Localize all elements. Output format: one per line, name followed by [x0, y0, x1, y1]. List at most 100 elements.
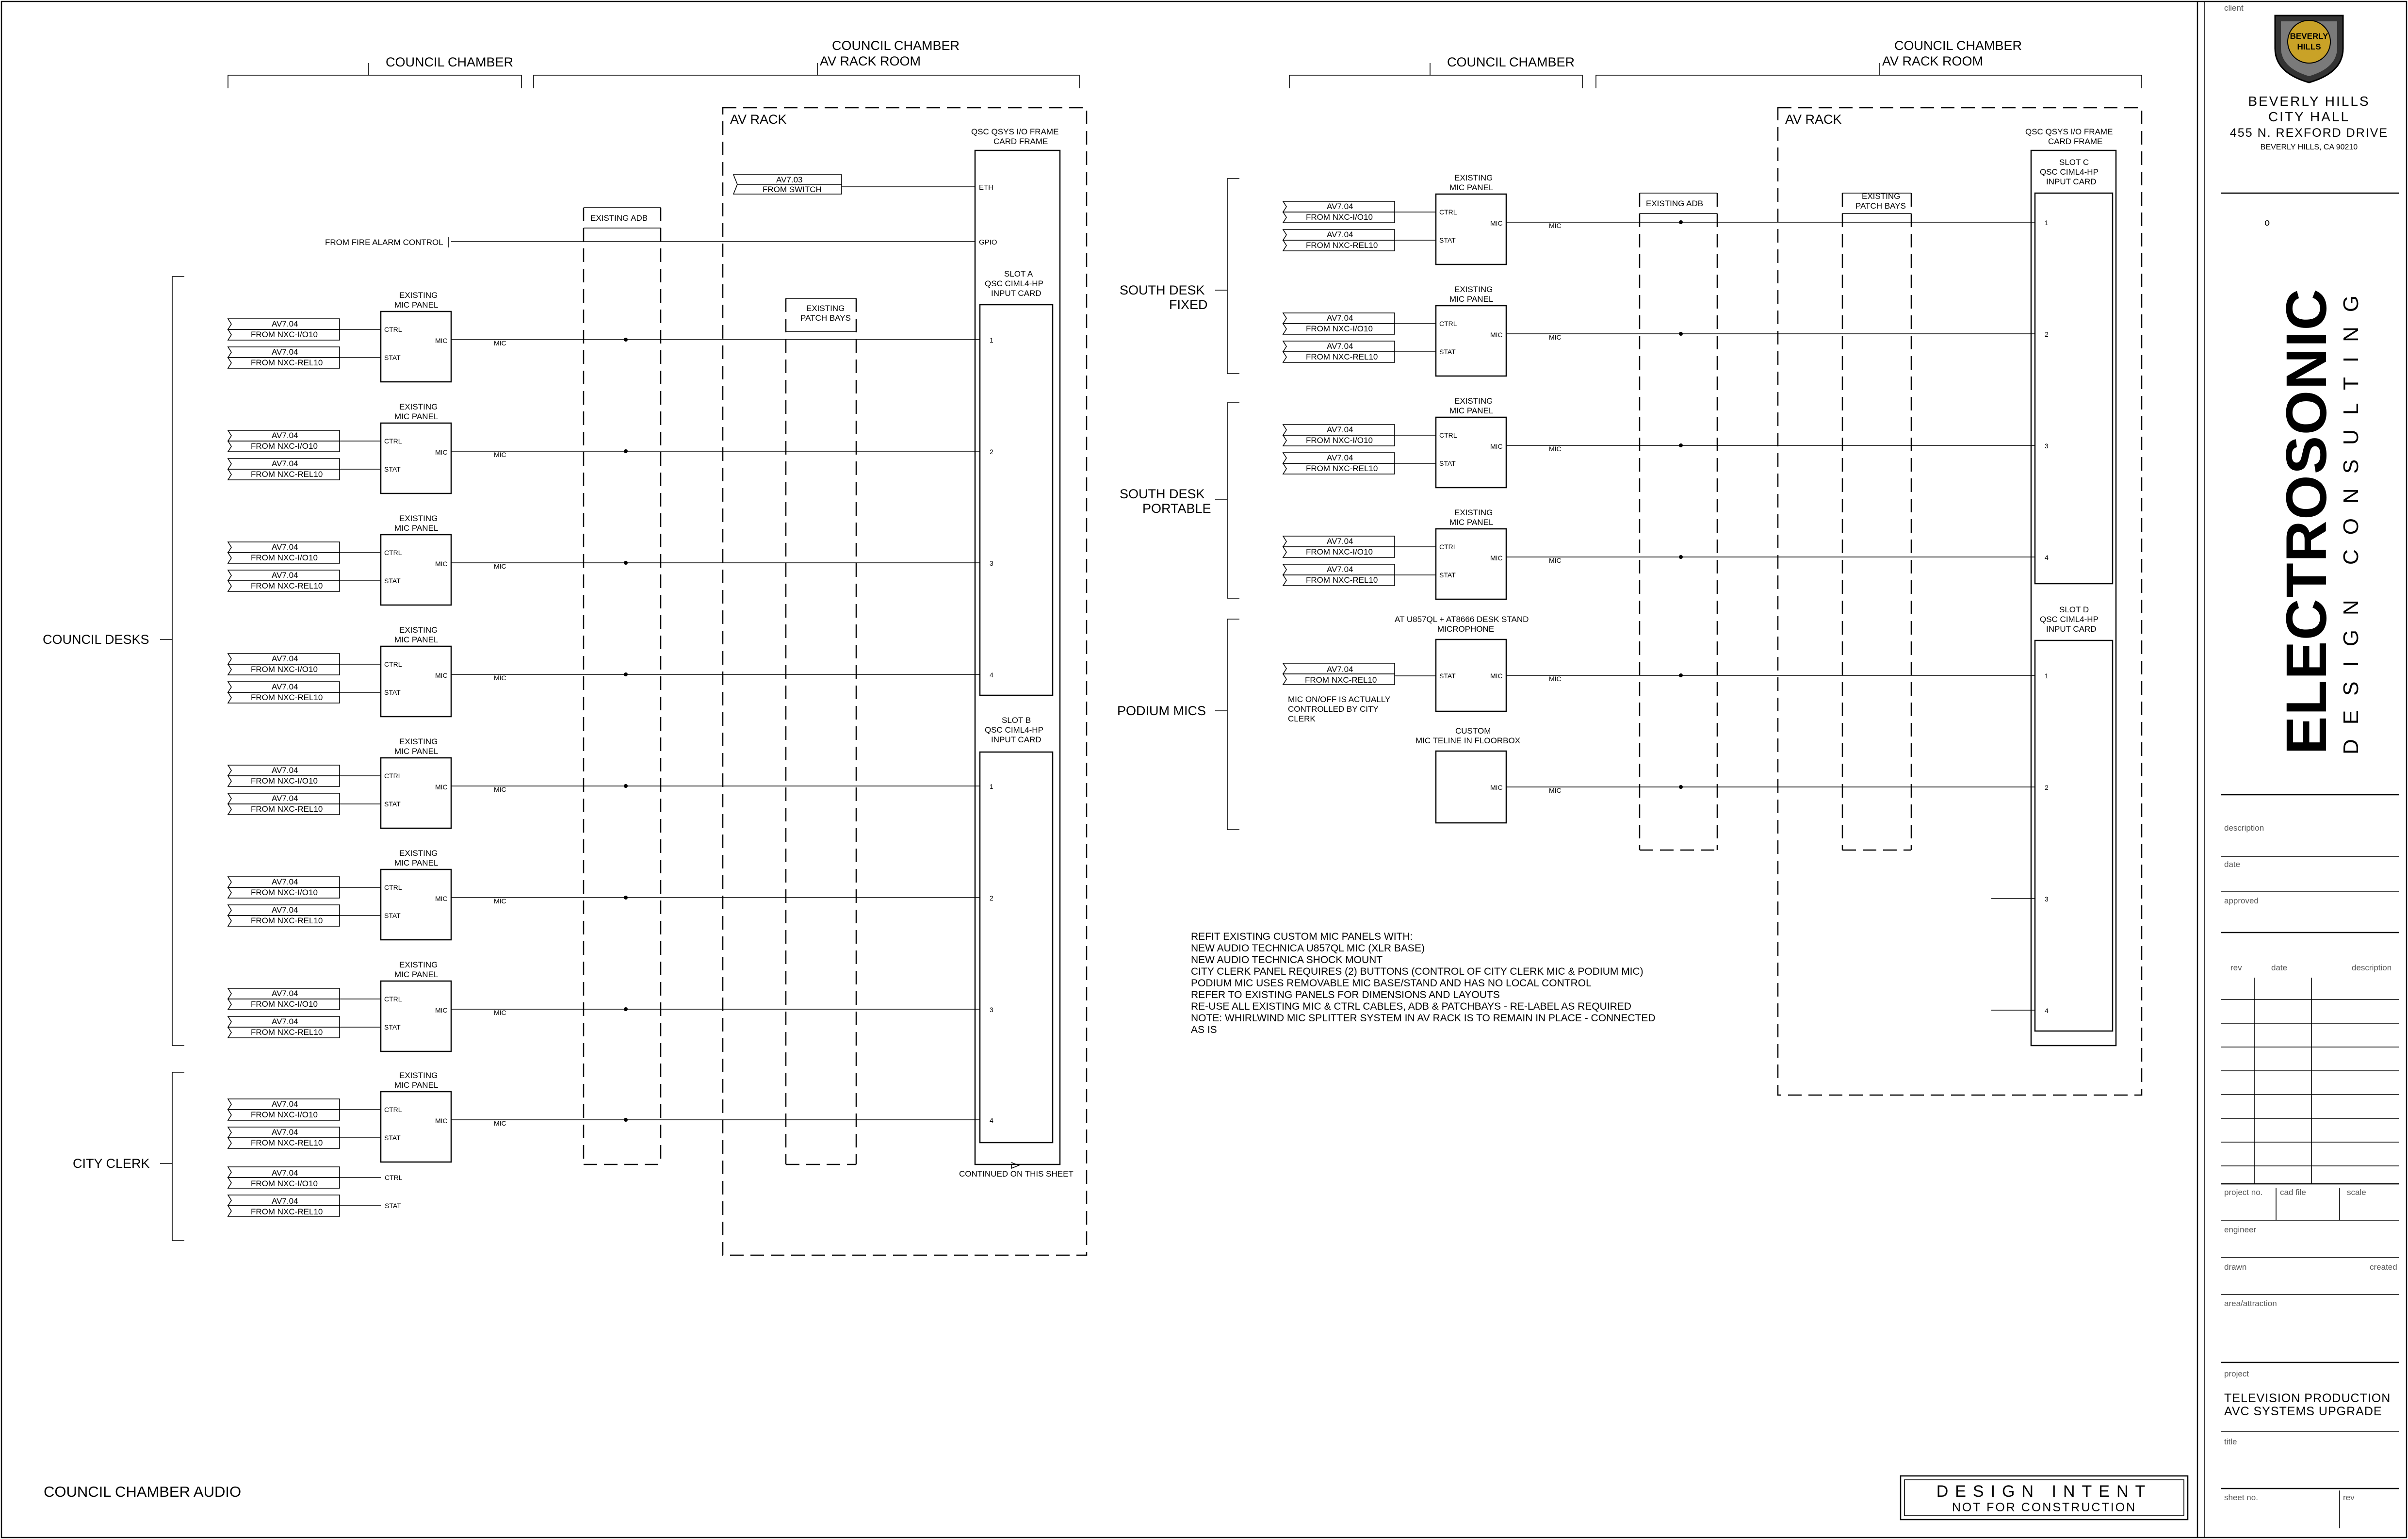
design-intent-stamp [1900, 1475, 2189, 1521]
title-label: title [2224, 1437, 2237, 1446]
mic-wire-label: MIC [494, 339, 506, 347]
note-line: REFIT EXISTING CUSTOM MIC PANELS WITH: [1191, 931, 1413, 942]
ref-code: AV7.04 [1327, 342, 1353, 351]
south-portable-bracket [1215, 402, 1239, 599]
ref-from-rel: FROM NXC-REL10 [1306, 352, 1378, 361]
project-line1: TELEVISION PRODUCTION [2224, 1392, 2391, 1405]
ref-code: AV7.04 [1327, 202, 1353, 211]
note-line: NEW AUDIO TECHNICA U857QL MIC (XLR BASE) [1191, 943, 1425, 954]
ref-tag [227, 357, 340, 369]
electrosonic-logo: ELECTROSONIC DESIGN CONSULTING [2275, 281, 2363, 754]
ctrl-port: CTRL [1439, 320, 1457, 327]
slot-b-line2: QSC CIML4-HP [985, 725, 1043, 735]
ctrl-port: CTRL [384, 326, 402, 333]
note-line: RE-USE ALL EXISTING MIC & CTRL CABLES, A… [1191, 1001, 1631, 1012]
ref-code: AV7.04 [272, 571, 298, 580]
ref-tag [227, 441, 340, 452]
left-header-council-chamber: COUNCIL CHAMBER [386, 55, 513, 69]
mic-port: MIC [435, 337, 448, 344]
mic-panel-box [380, 534, 452, 606]
channel-number: 4 [990, 1116, 993, 1124]
frame-label-line1: QSC QSYS I/O FRAME [971, 127, 1058, 136]
note-line: PODIUM MIC USES REMOVABLE MIC BASE/STAND… [1191, 978, 1592, 989]
right-av-rack-label: AV RACK [1785, 112, 1842, 127]
drawn-label: drawn [2224, 1262, 2246, 1272]
stat-port: STAT [1439, 571, 1456, 579]
ref-code: AV7.04 [1327, 665, 1353, 674]
ref-code: AV7.04 [272, 794, 298, 803]
frame-label-line2: CARD FRAME [993, 137, 1048, 146]
panel-caption-line2: MIC PANEL [394, 970, 438, 979]
channel-number: 3 [2045, 895, 2049, 903]
note-line: NOTE: WHIRLWIND MIC SPLITTER SYSTEM IN A… [1191, 1013, 1656, 1024]
ref-from-rel: FROM NXC-REL10 [251, 916, 323, 925]
ref-from-rel: FROM NXC-REL10 [251, 804, 323, 814]
qsys-io-frame [974, 149, 1061, 1165]
ctrl-port: CTRL [384, 884, 402, 891]
ref-tag [1282, 435, 1395, 446]
ref-code: AV7.04 [272, 877, 298, 886]
panel-caption-line1: EXISTING [399, 291, 438, 300]
channel-number: 2 [990, 448, 993, 456]
group-south-fixed-line2: FIXED [1169, 297, 1208, 312]
clerk-note-line2: CONTROLLED BY CITY [1288, 704, 1379, 714]
slot-a-line1: SLOT A [1004, 269, 1033, 278]
adb-enclosure [583, 208, 662, 1165]
project-no-label: project no. [2224, 1188, 2262, 1197]
fire-alarm-label: FROM FIRE ALARM CONTROL [325, 238, 443, 247]
slot-a-card [979, 304, 1054, 696]
adb-junction [1679, 443, 1683, 447]
slot-d-line2: QSC CIML4-HP [2040, 615, 2099, 624]
mic-panel-box [380, 422, 452, 494]
city-clerk-extra-refs: AV7.04 FROM NXC-I/O10 CTRL AV7.04 FROM N… [227, 1166, 403, 1217]
adb-header-box [584, 207, 661, 229]
logo-main: ELECTROSONIC [2275, 288, 2339, 755]
mic-port: MIC [1490, 672, 1503, 680]
note-line: REFER TO EXISTING PANELS FOR DIMENSIONS … [1191, 989, 1500, 1000]
ref-from-io: FROM NXC-I/O10 [1306, 324, 1373, 333]
av-rack-label: AV RACK [730, 112, 787, 127]
ref-tag [227, 552, 340, 564]
slot-b-line3: INPUT CARD [991, 735, 1041, 744]
ref-from-io: FROM NXC-I/O10 [251, 330, 318, 339]
ref-tag [227, 329, 340, 341]
client-line3: 455 N. REXFORD DRIVE [2230, 126, 2388, 140]
custom-line2: MIC TELINE IN FLOORBOX [1416, 736, 1520, 745]
mic-wire-label: MIC [494, 674, 506, 682]
ref-from-io: FROM NXC-I/O10 [251, 1110, 318, 1119]
adb-junction [624, 672, 628, 676]
stat-port: STAT [384, 1023, 401, 1031]
ref-tag [1282, 323, 1395, 335]
ref-code: AV7.04 [1327, 230, 1353, 239]
group-south-portable-line2: PORTABLE [1142, 501, 1211, 516]
ref-from-rel: FROM NXC-REL10 [251, 1028, 323, 1037]
right-adb-enclosure [1639, 193, 1718, 851]
client-line2: CITY HALL [2268, 109, 2350, 124]
ref-code: AV7.04 [272, 905, 298, 915]
right-rack-room-bracket [1595, 63, 2142, 88]
adb-junction [1679, 785, 1683, 789]
ref-tag [1282, 463, 1395, 475]
mic-wire-label: MIC [1549, 675, 1562, 683]
ref-tag [227, 692, 340, 704]
ref-from-rel: FROM NXC-REL10 [1306, 241, 1378, 250]
panel-caption-line1: EXISTING [399, 737, 438, 746]
panel-caption-line1: EXISTING [1454, 285, 1493, 294]
ctrl-port: CTRL [384, 549, 402, 557]
client-line4: BEVERLY HILLS, CA 90210 [2261, 143, 2358, 151]
mic-panel-box [380, 311, 452, 383]
rev-description-label: description [2352, 963, 2392, 972]
custom-line1: CUSTOM [1455, 726, 1491, 736]
note-line: AS IS [1191, 1024, 1217, 1035]
mic-port: MIC [435, 895, 448, 902]
panel-caption-line2: MIC PANEL [394, 1081, 438, 1090]
stamp-line1: DESIGN INTENT [1936, 1482, 2152, 1501]
rev-bottom-label: rev [2343, 1493, 2355, 1502]
mic-port: MIC [435, 448, 448, 456]
right-patch-label-line1: EXISTING [1862, 192, 1900, 201]
ref-from-io: FROM NXC-I/O10 [251, 553, 318, 562]
right-header-council-chamber: COUNCIL CHAMBER [1447, 55, 1575, 69]
